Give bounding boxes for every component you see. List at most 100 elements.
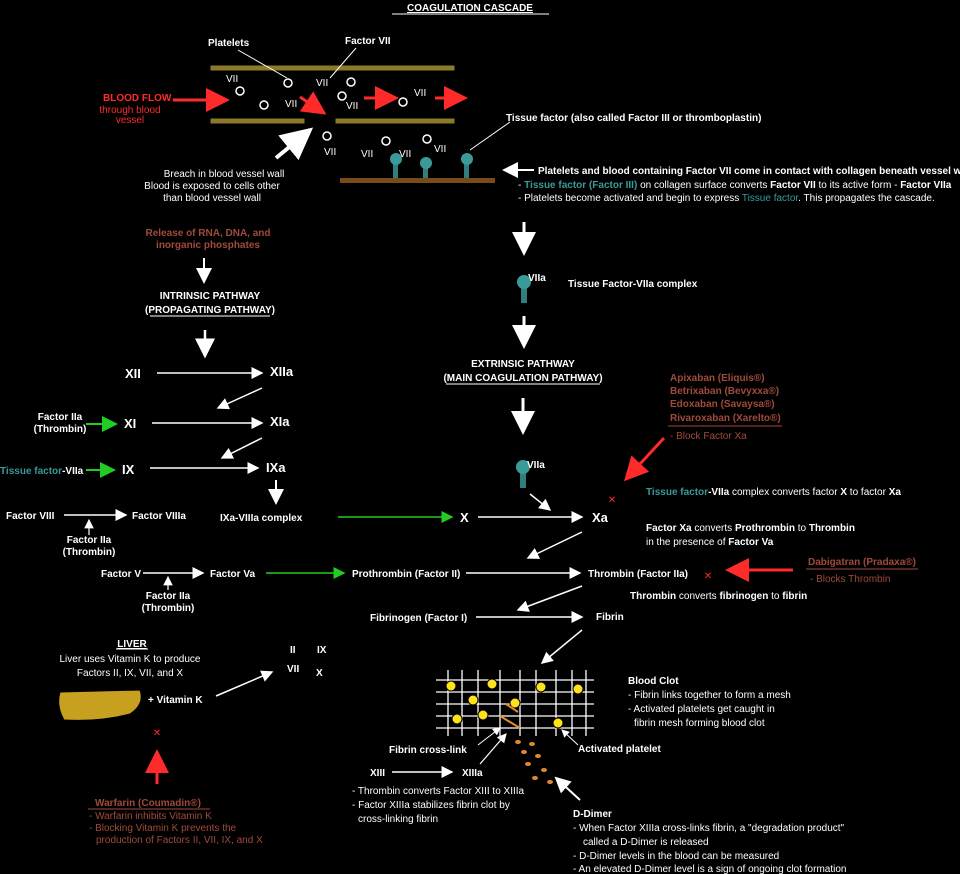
tf-viia-caption: Tissue Factor-VIIa complex	[568, 279, 698, 290]
xa-converts-line2: in the presence of Factor Va	[646, 537, 774, 548]
viia-icon	[516, 460, 530, 488]
xiii-note: - Thrombin converts Factor XIII to XIIIa	[352, 786, 525, 797]
fibrin-crosslink-label: Fibrin cross-link	[389, 745, 467, 756]
breach-line: Blood is exposed to cells other	[144, 181, 280, 192]
breach-title: Breach in blood vessel wall	[164, 169, 285, 180]
arrow-diag	[220, 437, 263, 459]
block-x-icon: ✕	[608, 495, 616, 506]
pointer-arrow	[554, 776, 581, 801]
xiii-note: cross-linking fibrin	[358, 814, 438, 825]
factor-iia-label: Factor IIa	[38, 412, 83, 423]
platelets-label: Platelets	[208, 38, 250, 49]
liver-line1: Liver uses Vitamin K to produce	[59, 654, 200, 665]
factor-iia-label: Factor IIa	[67, 535, 112, 546]
factor-v: Factor V	[101, 569, 141, 580]
vii-tag: VII	[285, 99, 297, 110]
d-dimer-particles	[515, 740, 553, 784]
vessel-wall-top	[209, 64, 456, 72]
factor-va: Factor Va	[210, 569, 255, 580]
factor-vii-pointer	[329, 47, 357, 79]
blood-flow-sub: through blood	[99, 105, 160, 116]
factor-xi: XI	[124, 416, 136, 431]
clot-line: fibrin mesh forming blood clot	[634, 718, 765, 729]
factor-xa: Xa	[592, 510, 609, 525]
liver-factor: IX	[317, 645, 327, 656]
warfarin-note: production of Factors II, VII, IX, and X	[96, 835, 263, 846]
factor-xiiia: XIIIa	[462, 768, 483, 779]
contact-line2: - Platelets become activated and begin t…	[518, 193, 935, 204]
clot-line: - Fibrin links together to form a mesh	[628, 690, 791, 701]
blood-flow-label: BLOOD FLOW	[103, 93, 172, 104]
arrow-diag	[516, 585, 583, 612]
arrow-diag	[526, 531, 583, 559]
platelet	[422, 134, 432, 144]
extrinsic-title: EXTRINSIC PATHWAY	[471, 359, 575, 370]
vessel-wall-bottom-right	[334, 117, 456, 125]
page-title: COAGULATION CASCADE	[407, 3, 533, 14]
tissue-factor-note: Tissue factor (also called Factor III or…	[506, 113, 761, 124]
vii-tag: VII	[361, 149, 373, 160]
contact-heading: Platelets and blood containing Factor VI…	[538, 166, 960, 177]
thrombin-label: (Thrombin)	[34, 424, 87, 435]
flow-arrow	[299, 91, 327, 115]
contact-line1: - Tissue factor (Factor III) on collagen…	[518, 180, 952, 191]
breach-arrow	[274, 127, 314, 161]
blocks-thrombin-note: - Blocks Thrombin	[810, 574, 890, 585]
platelet	[381, 136, 391, 146]
d-dimer-note: - An elevated D-Dimer level is a sign of…	[573, 864, 846, 874]
breach-line: than blood vessel wall	[163, 193, 261, 204]
liver-title: LIVER	[117, 639, 147, 650]
tf-viia-complex-icon	[517, 275, 531, 303]
intrinsic-subtitle: (PROPAGATING PATHWAY)	[145, 305, 275, 316]
block-xa-note: - Block Factor Xa	[670, 431, 747, 442]
viia-to-xa-arrow	[529, 493, 552, 511]
factor-xiii: XIII	[370, 768, 385, 779]
intrinsic-title: INTRINSIC PATHWAY	[160, 291, 261, 302]
ixa-viiia-complex: IXa-VIIIa complex	[220, 513, 303, 524]
viia-label: VIIa	[528, 273, 546, 284]
liver-icon	[58, 689, 142, 721]
release-note: inorganic phosphates	[156, 240, 260, 251]
drug-rivaroxaban: Rivaroxaban (Xarelto®)	[670, 413, 781, 424]
d-dimer-note: - D-Dimer levels in the blood can be mea…	[573, 851, 779, 862]
d-dimer-note: called a D-Dimer is released	[583, 837, 709, 848]
thrombin-label: (Thrombin)	[63, 547, 116, 558]
vessel-wall-bottom-left	[209, 117, 306, 125]
cross-links	[499, 703, 521, 729]
factor-x: X	[460, 510, 469, 525]
clot-line: - Activated platelets get caught in	[628, 704, 775, 715]
factor-ixa: IXa	[266, 460, 286, 475]
factor-xii: XII	[125, 366, 141, 381]
d-dimer-note: - When Factor XIIIa cross-links fibrin, …	[573, 823, 845, 834]
blood-clot-title: Blood Clot	[628, 676, 679, 687]
platelet	[235, 86, 245, 96]
drug-arrow	[623, 436, 666, 482]
drug-edoxaban: Edoxaban (Savaysa®)	[670, 399, 775, 410]
thrombin: Thrombin (Factor IIa)	[588, 569, 688, 580]
tissue-factor-pointer	[469, 121, 511, 151]
vii-tag: VII	[399, 149, 411, 160]
factor-iia-label: Factor IIa	[146, 591, 191, 602]
drug-apixaban: Apixaban (Eliquis®)	[670, 373, 765, 384]
release-note: Release of RNA, DNA, and	[145, 228, 270, 239]
blood-flow-sub: vessel	[116, 115, 144, 126]
factor-viiia: Factor VIIIa	[132, 511, 186, 522]
block-x-icon: ✕	[153, 728, 161, 739]
arrow-diag	[215, 670, 274, 697]
pointer-arrow	[479, 733, 507, 765]
platelet	[337, 91, 347, 101]
vii-tag: VII	[226, 74, 238, 85]
blood-vessel: Platelets Factor VII VII VII VII VII VII…	[173, 36, 511, 183]
fibrin-mesh	[436, 670, 594, 736]
tissue-factor-receptors	[390, 153, 473, 178]
pointer-arrow	[477, 727, 501, 746]
liver-line2: Factors II, IX, VII, and X	[77, 668, 183, 679]
vii-tag: VII	[346, 101, 358, 112]
vii-tag: VII	[414, 88, 426, 99]
arrow-diag	[540, 629, 583, 664]
thrombin-label: (Thrombin)	[142, 603, 195, 614]
factor-ix: IX	[122, 462, 135, 477]
warfarin-note: - Blocking Vitamin K prevents the	[89, 823, 237, 834]
drug-dabigatran: Dabigatran (Pradaxa®)	[808, 557, 916, 568]
